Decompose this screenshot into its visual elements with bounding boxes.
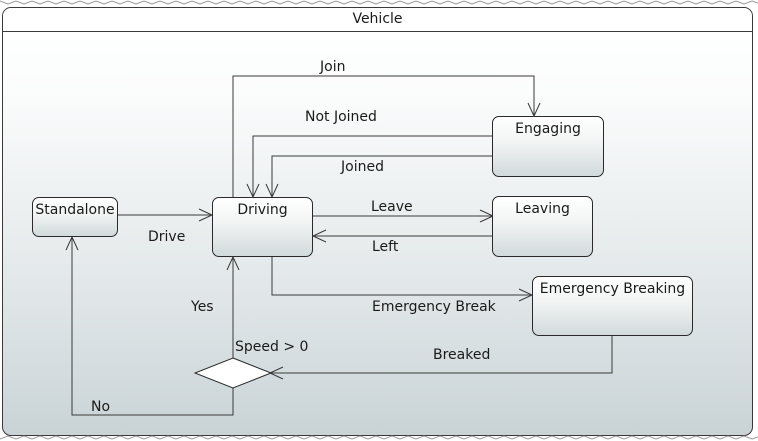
state-driving[interactable]: Driving bbox=[212, 197, 313, 257]
state-leaving-label: Leaving bbox=[515, 201, 570, 217]
arrowhead-yes bbox=[226, 255, 240, 271]
transition-not-joined-line bbox=[252, 135, 492, 196]
frame-header: Vehicle bbox=[3, 8, 752, 32]
label-leave: Leave bbox=[371, 199, 413, 215]
label-join: Join bbox=[320, 59, 346, 75]
torn-edge-top bbox=[0, 0, 758, 5]
transition-breaked-line bbox=[271, 336, 613, 374]
transition-joined-line bbox=[271, 155, 492, 196]
state-engaging[interactable]: Engaging bbox=[492, 116, 604, 177]
label-yes: Yes bbox=[191, 299, 214, 315]
decision-diamond[interactable] bbox=[193, 357, 273, 389]
transition-no-line bbox=[71, 238, 234, 416]
label-not-joined: Not Joined bbox=[305, 109, 377, 125]
state-emergency-breaking-label: Emergency Breaking bbox=[539, 281, 686, 297]
transition-join-line bbox=[232, 75, 535, 197]
state-standalone[interactable]: Standalone bbox=[32, 197, 118, 237]
vehicle-state-frame: Vehicle bbox=[2, 7, 753, 436]
state-standalone-label: Standalone bbox=[35, 202, 115, 218]
arrowhead-no bbox=[65, 235, 79, 251]
label-joined: Joined bbox=[341, 159, 384, 175]
label-left: Left bbox=[372, 239, 399, 255]
state-emergency-breaking[interactable]: Emergency Breaking bbox=[532, 276, 693, 336]
state-driving-label: Driving bbox=[237, 202, 288, 218]
torn-edge-bottom bbox=[0, 435, 758, 440]
frame-title: Vehicle bbox=[352, 11, 403, 27]
transition-emergency-break-line bbox=[271, 257, 531, 296]
label-drive: Drive bbox=[148, 229, 186, 245]
state-leaving[interactable]: Leaving bbox=[492, 196, 593, 257]
label-speed-guard: Speed > 0 bbox=[235, 339, 309, 355]
state-engaging-label: Engaging bbox=[515, 121, 581, 137]
label-no: No bbox=[91, 399, 111, 415]
label-emergency-break: Emergency Break bbox=[372, 299, 496, 315]
label-breaked: Breaked bbox=[433, 347, 491, 363]
arrowhead-left bbox=[311, 229, 327, 243]
